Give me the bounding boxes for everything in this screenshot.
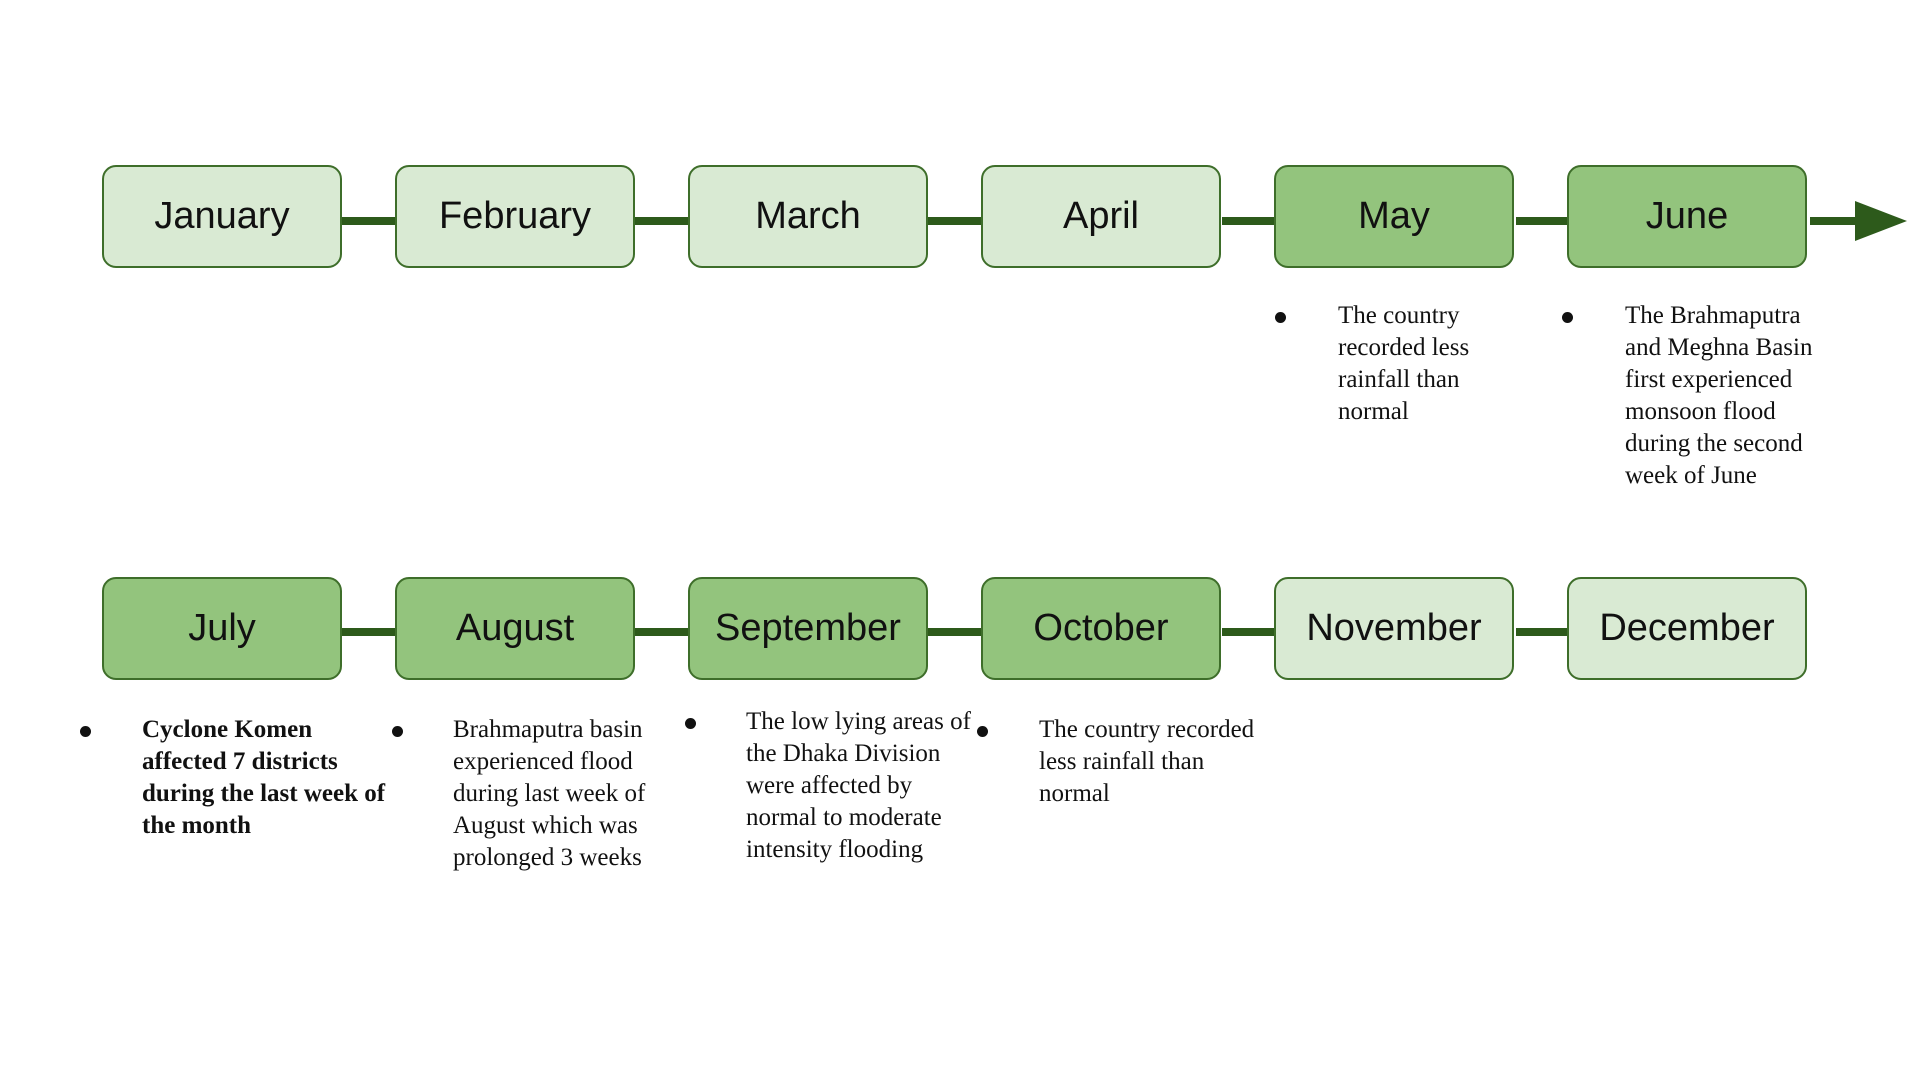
bullet-june bbox=[1562, 312, 1573, 323]
arrow-shaft bbox=[1810, 217, 1860, 225]
month-box-may: May bbox=[1274, 165, 1514, 268]
connector-feb-mar bbox=[634, 217, 690, 225]
connector-may-jun bbox=[1516, 217, 1572, 225]
arrow-head-icon bbox=[1855, 201, 1907, 241]
month-box-december: December bbox=[1567, 577, 1807, 680]
note-june: The Brahmaputra and Meghna Basin first e… bbox=[1625, 302, 1813, 489]
month-box-november: November bbox=[1274, 577, 1514, 680]
connector-oct-nov bbox=[1222, 628, 1278, 636]
month-box-october: October bbox=[981, 577, 1221, 680]
bullet-october bbox=[977, 726, 988, 737]
note-september: The low lying areas of the Dhaka Divisio… bbox=[746, 708, 971, 863]
connector-jul-aug bbox=[340, 628, 396, 636]
connector-mar-apr bbox=[928, 217, 984, 225]
note-may: The country recorded less rainfall than … bbox=[1338, 302, 1470, 425]
month-box-june: June bbox=[1567, 165, 1807, 268]
month-box-july: July bbox=[102, 577, 342, 680]
note-july: Cyclone Komen affected 7 districts durin… bbox=[142, 716, 386, 839]
connector-apr-may bbox=[1222, 217, 1278, 225]
month-box-april: April bbox=[981, 165, 1221, 268]
month-box-february: February bbox=[395, 165, 635, 268]
month-box-september: September bbox=[688, 577, 928, 680]
bullet-july bbox=[80, 726, 91, 737]
month-box-january: January bbox=[102, 165, 342, 268]
note-august: Brahmaputra basin experienced flood duri… bbox=[453, 716, 646, 871]
bullet-august bbox=[392, 726, 403, 737]
connector-nov-dec bbox=[1516, 628, 1572, 636]
month-box-august: August bbox=[395, 577, 635, 680]
connector-jan-feb bbox=[340, 217, 396, 225]
note-october: The country recorded less rainfall than … bbox=[1039, 716, 1255, 807]
bullet-may bbox=[1275, 312, 1286, 323]
bullet-september bbox=[685, 718, 696, 729]
connector-aug-sep bbox=[634, 628, 690, 636]
month-box-march: March bbox=[688, 165, 928, 268]
connector-sep-oct bbox=[928, 628, 984, 636]
